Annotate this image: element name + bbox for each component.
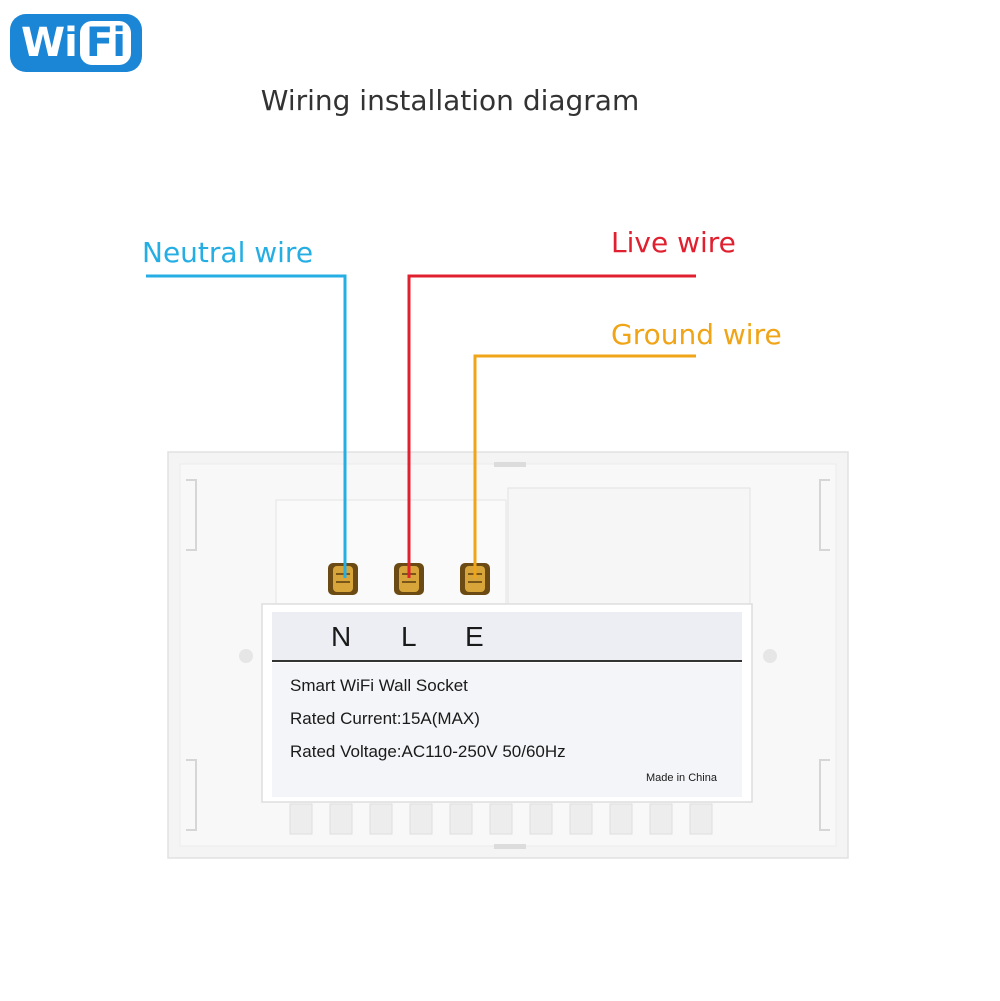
rated-current: Rated Current:15A(MAX) bbox=[290, 709, 480, 728]
bottom-notch bbox=[494, 844, 526, 849]
terminal-screw-n bbox=[328, 563, 358, 595]
mount-hole-right bbox=[763, 649, 777, 663]
clip-bottom-left bbox=[186, 759, 197, 831]
diagram-title: Wiring installation diagram bbox=[260, 84, 640, 117]
clip-bottom-right bbox=[819, 759, 830, 831]
mount-hole-left bbox=[239, 649, 253, 663]
live-wire-label: Live wire bbox=[611, 226, 736, 259]
wifi-logo-fi: Fi bbox=[79, 21, 131, 65]
top-notch bbox=[494, 462, 526, 467]
ground-wire-line bbox=[473, 354, 696, 578]
terminal-letter-band bbox=[272, 612, 742, 660]
terminal-screw-e bbox=[460, 563, 490, 595]
terminal-screw-l bbox=[394, 563, 424, 595]
terminal-letter-e: E bbox=[465, 621, 484, 652]
bottom-ribs bbox=[289, 803, 713, 835]
live-wire-line bbox=[407, 274, 696, 578]
made-in-label: Made in China bbox=[646, 772, 717, 784]
rated-voltage: Rated Voltage:AC110-250V 50/60Hz bbox=[290, 742, 566, 761]
terminal-letter-n: N bbox=[331, 621, 352, 652]
clip-top-right bbox=[819, 479, 830, 551]
neutral-wire-label: Neutral wire bbox=[142, 236, 314, 269]
module-cover bbox=[507, 487, 751, 605]
terminal-letter-l: L bbox=[401, 621, 417, 652]
clip-top-left bbox=[186, 479, 197, 551]
neutral-wire-line bbox=[146, 274, 347, 578]
wifi-logo-wi: Wi bbox=[21, 20, 78, 66]
ground-wire-label: Ground wire bbox=[611, 318, 782, 351]
product-name: Smart WiFi Wall Socket bbox=[290, 676, 468, 695]
spec-area bbox=[272, 663, 742, 797]
